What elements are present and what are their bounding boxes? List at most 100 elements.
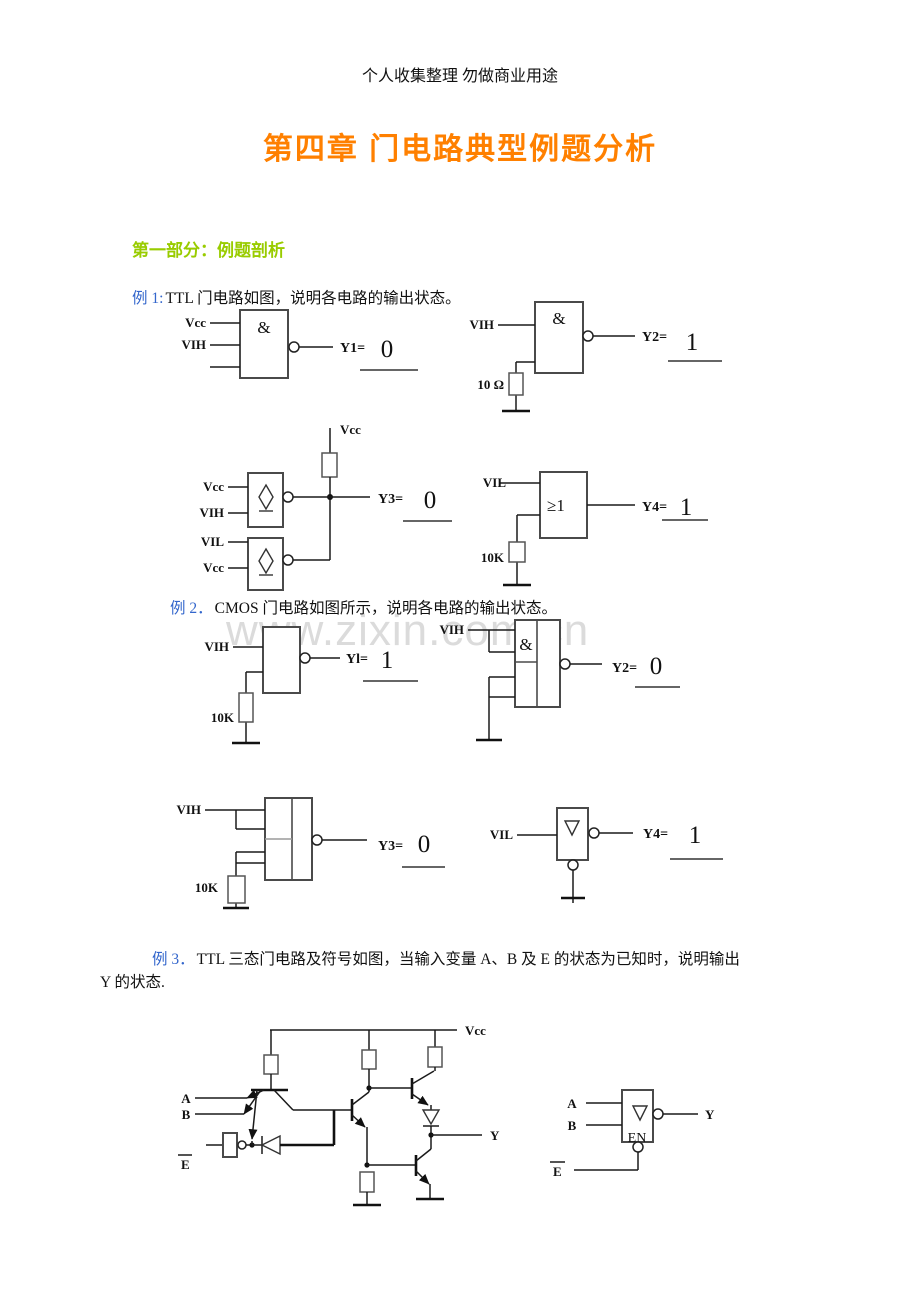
output-y-label: Y bbox=[705, 1107, 715, 1122]
answer-value: 1 bbox=[381, 647, 394, 674]
input-label-vih: VIH bbox=[469, 317, 494, 332]
output-label: Y4= bbox=[642, 500, 667, 515]
circuit-cmos-2: & VIH Y2= 0 bbox=[439, 619, 680, 742]
answer-value: 0 bbox=[381, 336, 394, 363]
gate-symbol: & bbox=[552, 309, 565, 328]
input-label-vcc: Vcc bbox=[203, 479, 224, 494]
inverter-bubble-icon bbox=[588, 827, 600, 839]
answer-value: 0 bbox=[424, 487, 437, 514]
answer-value: 1 bbox=[686, 329, 699, 356]
enable-pin-label: EN bbox=[628, 1131, 647, 1146]
circuit-or-gate: ≥1 VIL 10K Y4= 1 bbox=[481, 471, 708, 587]
answer-value: 1 bbox=[689, 822, 702, 849]
inverter-bubble-icon bbox=[559, 658, 571, 670]
inverter-bubble-icon bbox=[282, 491, 294, 503]
resistor-r3 bbox=[427, 1046, 443, 1068]
input-label-vih: VIH bbox=[204, 639, 229, 654]
answer-value: 0 bbox=[418, 831, 431, 858]
example1-paragraph: 例 1:TTL 门电路如图，说明各电路的输出状态。 bbox=[132, 286, 461, 308]
enable-bubble-icon bbox=[632, 1141, 644, 1153]
open-drain-gate-bottom bbox=[247, 537, 294, 591]
inverter-bubble-icon bbox=[582, 330, 594, 342]
inverter-bubble-icon bbox=[652, 1108, 664, 1120]
output-label: Y2= bbox=[642, 330, 667, 345]
input-label-vih: VIH bbox=[181, 337, 206, 352]
output-diode bbox=[421, 1109, 441, 1149]
input-label-vih: VIH bbox=[176, 802, 201, 817]
output-y-label: Y bbox=[490, 1128, 500, 1143]
input-transistor bbox=[243, 1074, 294, 1140]
vcc-label: Vcc bbox=[465, 1023, 486, 1038]
pullup-resistor bbox=[321, 452, 338, 478]
output-label: Yl= bbox=[346, 652, 368, 667]
input-b-label: B bbox=[182, 1107, 191, 1122]
nand-gate: & bbox=[239, 309, 300, 379]
example2-paragraph: 例 2．CMOS 门电路如图所示，说明各电路的输出状态。 bbox=[170, 596, 557, 618]
resistor bbox=[508, 372, 524, 396]
circuit-ttl-nand-2: & VIH 10 Ω Y2= 1 bbox=[469, 301, 722, 413]
cmos-gate bbox=[262, 626, 311, 694]
answer-value: 1 bbox=[680, 494, 693, 521]
open-drain-diamond-icon bbox=[258, 547, 274, 576]
example3-text-line2: Y 的状态. bbox=[100, 974, 165, 991]
page-title: 第四章 门电路典型例题分析 bbox=[262, 133, 658, 166]
input-label-vcc: Vcc bbox=[185, 315, 206, 330]
example3-text: TTL 三态门电路及符号如图，当输入变量 A、B 及 E 的状态为已知时，说明输… bbox=[196, 951, 740, 968]
resistor-label: 10K bbox=[211, 710, 235, 725]
input-label-vil: VIL bbox=[490, 827, 513, 842]
resistor-label: 10K bbox=[481, 550, 505, 565]
enable-label: E bbox=[178, 1154, 192, 1172]
phase-splitter-transistor bbox=[293, 1069, 372, 1168]
output-label: Y3= bbox=[378, 839, 403, 854]
output-label: Y3= bbox=[378, 492, 403, 507]
splitter-emitter-resistor bbox=[353, 1171, 381, 1207]
output-top-transistor bbox=[369, 1067, 436, 1110]
output-label: Y4= bbox=[643, 827, 668, 842]
tristate-diode bbox=[252, 1110, 336, 1156]
circuit-ttl-tristate-schematic: Vcc A B E bbox=[178, 1023, 500, 1207]
resistor bbox=[238, 692, 254, 723]
inverter-bubble-icon bbox=[282, 554, 294, 566]
input-label-vih: VIH bbox=[439, 622, 464, 637]
example3-label: 例 3． bbox=[152, 951, 195, 968]
wires bbox=[498, 324, 635, 413]
input-a-label: A bbox=[567, 1096, 577, 1111]
page-header-disclaimer: 个人收集整理 勿做商业用途 bbox=[361, 68, 558, 85]
example2-label: 例 2． bbox=[170, 599, 213, 617]
wires bbox=[228, 486, 370, 569]
open-drain-gate-top bbox=[247, 472, 294, 528]
circuit-cmos-1: VIH 10K Yl= 1 bbox=[204, 626, 418, 745]
enable-inverter bbox=[206, 1132, 255, 1158]
gate-symbol: & bbox=[257, 318, 270, 337]
resistor-r2 bbox=[361, 1049, 377, 1070]
input-label-vil: VIL bbox=[201, 534, 224, 549]
resistor-label: 10K bbox=[195, 880, 219, 895]
resistor-label: 10 Ω bbox=[477, 377, 504, 392]
input-e-label: E bbox=[181, 1157, 190, 1172]
wires bbox=[205, 809, 367, 910]
input-label-vih: VIH bbox=[199, 505, 224, 520]
input-a-label: A bbox=[181, 1091, 191, 1106]
output-label: Y1= bbox=[340, 341, 365, 356]
circuit-wired-and: Vcc Vcc VIH VIL Vcc bbox=[199, 422, 452, 591]
circuit-ttl-nand-1: & Vcc VIH Y1= 0 bbox=[181, 309, 418, 379]
pulldown-transistor bbox=[367, 1148, 444, 1201]
circuit-cmos-4: VIL Y4= 1 bbox=[490, 807, 723, 903]
tristate-triangle-icon bbox=[631, 1105, 649, 1122]
input-e-label: E bbox=[553, 1164, 562, 1179]
example3-paragraph: 例 3．TTL 三态门电路及符号如图，当输入变量 A、B 及 E 的状态为已知时… bbox=[100, 948, 840, 994]
pullup-vcc-label: Vcc bbox=[340, 422, 361, 437]
resistor-r1 bbox=[263, 1054, 279, 1075]
wires bbox=[517, 832, 633, 903]
inverter-bubble-icon bbox=[288, 341, 300, 353]
inverter-bubble-icon bbox=[299, 652, 311, 664]
example2-text: CMOS 门电路如图所示，说明各电路的输出状态。 bbox=[214, 599, 557, 617]
gate-symbol: & bbox=[519, 635, 532, 654]
inverter-bubble-icon bbox=[237, 1140, 247, 1150]
tristate-triangle-icon bbox=[563, 820, 581, 837]
circuit-cmos-3: VIH 10K Y3= 0 bbox=[176, 797, 445, 910]
circuit-tristate-symbol: EN A B Y E bbox=[550, 1089, 715, 1179]
tristate-gate bbox=[556, 807, 600, 871]
output-label: Y2= bbox=[612, 661, 637, 676]
